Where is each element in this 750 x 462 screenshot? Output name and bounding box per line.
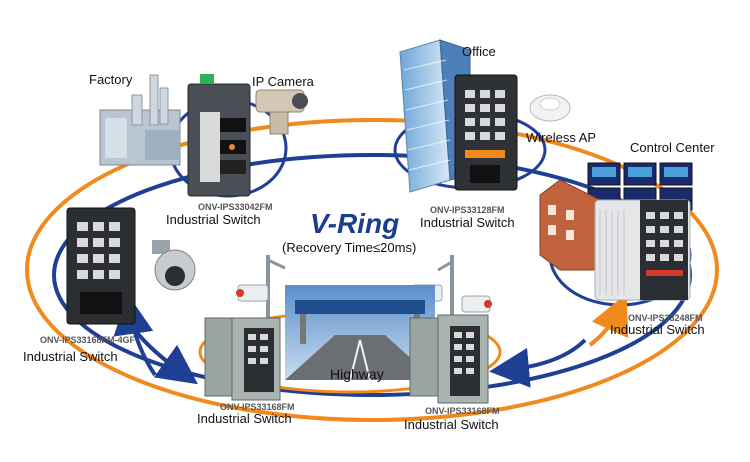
switch-1-icon — [187, 74, 251, 197]
label-control-center: Control Center — [630, 140, 715, 155]
switch-1-type: Industrial Switch — [166, 212, 261, 227]
switch-2-type: Industrial Switch — [420, 215, 515, 230]
label-highway: Highway — [330, 366, 384, 382]
ptz-dome-camera-icon — [152, 240, 196, 291]
switch-5-model: ONV-IPS33168FM — [425, 406, 500, 416]
switch-3-type: Industrial Switch — [610, 322, 705, 337]
switch-5-type: Industrial Switch — [404, 417, 499, 432]
label-factory: Factory — [89, 72, 133, 87]
label-office: Office — [462, 44, 496, 59]
factory-icon — [99, 74, 181, 166]
wireless-ap-icon — [529, 94, 571, 122]
label-wireless-ap: Wireless AP — [526, 130, 597, 145]
switch-4-model: ONV-IPS33168FM — [220, 402, 295, 412]
switch-2-icon — [454, 74, 518, 191]
switch-2-model: ONV-IPS33128FM — [430, 205, 505, 215]
switch-6-type: Industrial Switch — [23, 349, 118, 364]
switch-5-cabinet-icon — [409, 314, 489, 404]
switch-3-model: ONV-IPS33248FM — [628, 313, 703, 323]
arrow-left-blue — [489, 338, 587, 388]
switch-6-icon — [66, 207, 136, 325]
arrow-right-orange — [588, 293, 629, 347]
ip-camera-icon — [255, 89, 308, 135]
label-ip-camera: IP Camera — [252, 74, 314, 89]
switch-4-cabinet-icon — [204, 317, 281, 401]
switch-4-type: Industrial Switch — [197, 411, 292, 426]
diagram-title: V-Ring — [310, 208, 400, 239]
ring-orange — [25, 118, 719, 422]
switch-6-model: ONV-IPS33168FM-4GF — [40, 335, 136, 345]
switch-1-model: ONV-IPS33042FM — [198, 202, 273, 212]
diagram-subtitle: (Recovery Time≤20ms) — [282, 240, 417, 255]
switch-3-icon — [594, 199, 691, 301]
